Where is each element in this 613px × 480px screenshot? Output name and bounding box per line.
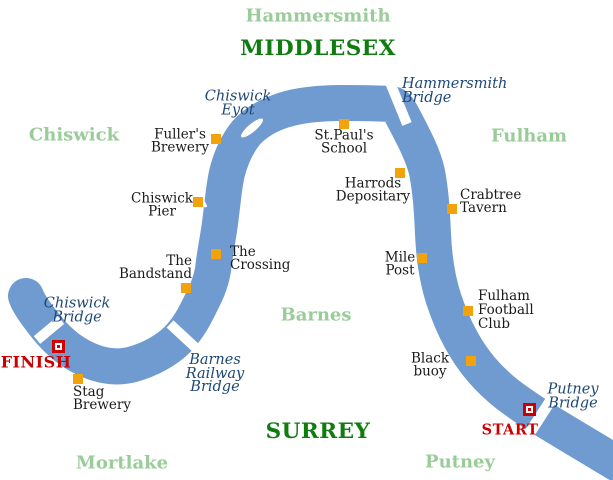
landmark-label-stag-brewery: Stag Brewery [73, 384, 131, 413]
marker-fulham-football-club [463, 306, 473, 316]
marker-the-bandstand [181, 283, 191, 293]
area-label-barnes: Barnes [280, 304, 352, 326]
landmark-label-crabtree-tavern: Crabtree Tavern [460, 187, 522, 216]
race-label-finish: FINISH [0, 352, 72, 372]
marker-harrods-depositary [395, 168, 405, 178]
putney-bridge-gap [524, 397, 556, 437]
finish-marker [52, 340, 65, 353]
chiswick-eyot-island [240, 118, 264, 138]
landmark-label-mile-post: Mile Post [384, 249, 416, 278]
area-label-putney: Putney [425, 451, 495, 473]
landmark-label-black-buoy: Black buoy [410, 350, 450, 379]
chiswick-bridge-gap [33, 316, 65, 344]
bridge-label-putney: Putney Bridge [547, 381, 599, 411]
area-label-chiswick: Chiswick [28, 124, 120, 146]
bridge-label-barnes-railway: Barnes Railway Bridge [185, 351, 245, 395]
landmark-label-harrods-depositary: Harrods Depositary [335, 175, 411, 204]
landmark-label-st-pauls-school: St.Paul's School [314, 127, 374, 156]
landmark-label-the-bandstand: The Bandstand [118, 253, 192, 282]
landmark-label-fullers-brewery: Fuller's Brewery [151, 126, 209, 155]
hammersmith-bridge-gap [384, 78, 412, 126]
area-label-surrey: SURREY [265, 419, 371, 444]
landmark-label-chiswick-pier: Chiswick Pier [131, 190, 193, 219]
marker-the-crossing [211, 249, 221, 259]
marker-stag-brewery [73, 374, 83, 384]
area-label-mortlake: Mortlake [75, 452, 169, 474]
bridge-label-hammersmith: Hammersmith Bridge [402, 76, 508, 106]
barnes-railway-bridge-gap [166, 320, 201, 353]
marker-crabtree-tavern [447, 204, 457, 214]
marker-black-buoy [466, 356, 476, 366]
bridge-label-chiswick: Chiswick Bridge [43, 295, 111, 325]
landmark-label-fulham-football-club: Fulham Football Club [478, 288, 534, 332]
race-label-start: START [481, 421, 539, 439]
landmark-label-the-crossing: The Crossing [230, 244, 291, 273]
area-label-hammersmith: Hammersmith [245, 5, 391, 27]
marker-st-pauls-school [339, 119, 349, 129]
marker-mile-post [417, 253, 427, 263]
island-label-chiswick-eyot: Chiswick Eyot [204, 88, 272, 118]
marker-fullers-brewery [211, 134, 221, 144]
area-label-middlesex: MIDDLESEX [240, 36, 396, 61]
area-label-fulham: Fulham [490, 125, 568, 147]
start-marker [523, 403, 536, 416]
marker-chiswick-pier [193, 197, 203, 207]
